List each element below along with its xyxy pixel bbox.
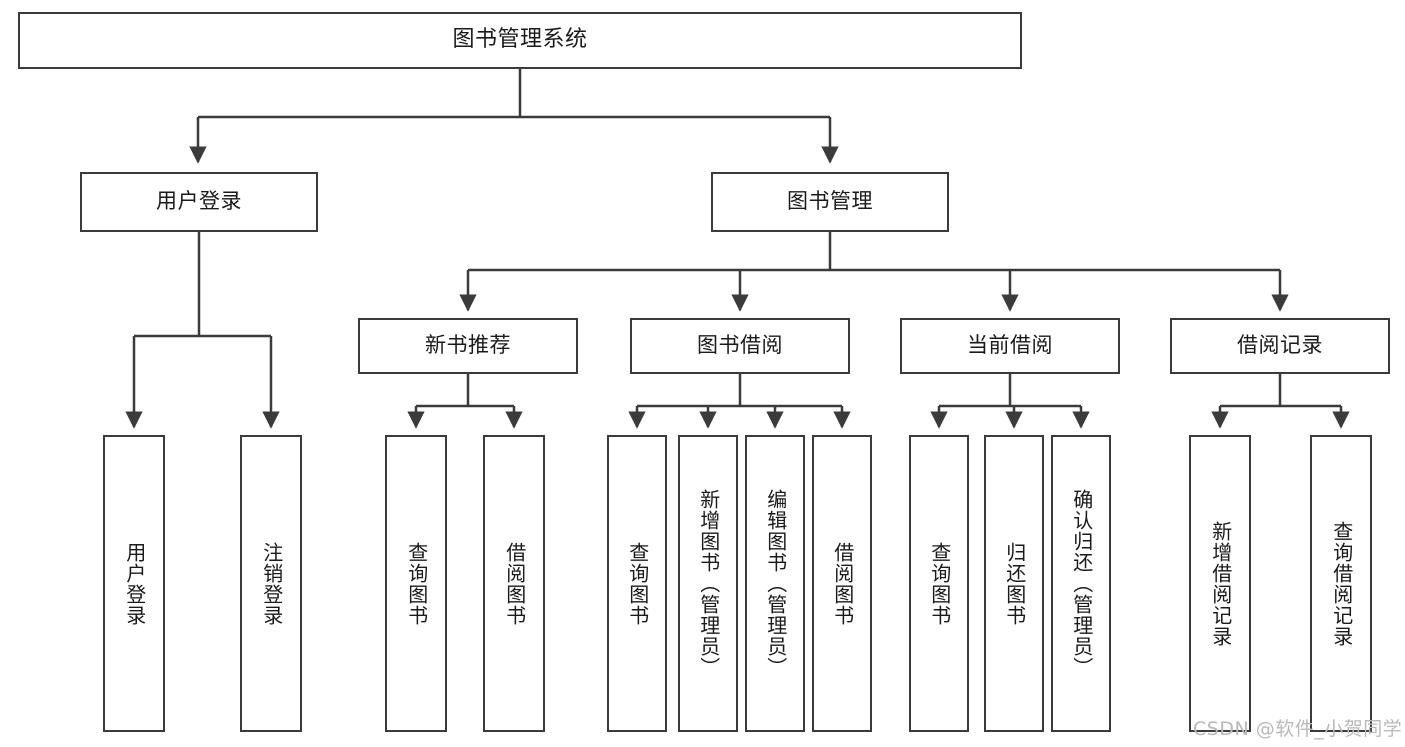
node-label: 编辑图书（管理员） (763, 489, 788, 678)
node-label: 新书推荐 (425, 333, 511, 358)
node-label: 用户登录 (122, 541, 147, 626)
node-label: 借阅记录 (1237, 333, 1323, 358)
node-leaf-confirm-return-admin[interactable]: 确认归还（管理员） (1051, 435, 1111, 732)
node-label: 用户登录 (156, 189, 242, 214)
node-leaf-query-borrow-record[interactable]: 查询借阅记录 (1310, 435, 1372, 732)
node-leaf-query-book-recommend[interactable]: 查询图书 (385, 435, 447, 732)
node-book-management-system[interactable]: 图书管理系统 (18, 12, 1022, 69)
node-current-borrow[interactable]: 当前借阅 (900, 318, 1120, 374)
node-label: 归还图书 (1002, 541, 1027, 626)
node-label: 借阅图书 (830, 541, 855, 626)
node-book-management[interactable]: 图书管理 (711, 172, 949, 232)
node-leaf-logout-login[interactable]: 注销登录 (240, 435, 302, 732)
node-label: 查询图书 (927, 541, 952, 626)
node-leaf-query-book-borrow[interactable]: 查询图书 (607, 435, 667, 732)
node-leaf-borrow-book[interactable]: 借阅图书 (812, 435, 872, 732)
node-user-login[interactable]: 用户登录 (80, 172, 318, 232)
node-leaf-return-book[interactable]: 归还图书 (984, 435, 1044, 732)
node-label: 确认归还（管理员） (1069, 489, 1094, 678)
node-label: 查询图书 (625, 541, 650, 626)
node-label: 图书管理系统 (452, 27, 588, 53)
node-leaf-add-borrow-record[interactable]: 新增借阅记录 (1189, 435, 1251, 732)
node-borrow-record[interactable]: 借阅记录 (1170, 318, 1390, 374)
node-leaf-query-book-current[interactable]: 查询图书 (909, 435, 969, 732)
node-label: 注销登录 (259, 541, 284, 626)
node-label: 查询图书 (404, 541, 429, 626)
node-label: 查询借阅记录 (1329, 520, 1354, 647)
node-label: 当前借阅 (967, 333, 1053, 358)
watermark-text: CSDN @软件_小贺同学 (1193, 718, 1403, 740)
node-book-borrow[interactable]: 图书借阅 (630, 318, 850, 374)
node-leaf-edit-book-admin[interactable]: 编辑图书（管理员） (745, 435, 805, 732)
node-label: 图书借阅 (697, 333, 783, 358)
node-label: 新增图书（管理员） (696, 489, 721, 678)
node-leaf-add-book-admin[interactable]: 新增图书（管理员） (678, 435, 738, 732)
node-label: 新增借阅记录 (1208, 520, 1233, 647)
node-label: 图书管理 (787, 189, 873, 214)
node-label: 借阅图书 (502, 541, 527, 626)
node-new-book-recommend[interactable]: 新书推荐 (358, 318, 578, 374)
node-leaf-borrow-book-recommend[interactable]: 借阅图书 (483, 435, 545, 732)
node-leaf-user-login[interactable]: 用户登录 (103, 435, 165, 732)
